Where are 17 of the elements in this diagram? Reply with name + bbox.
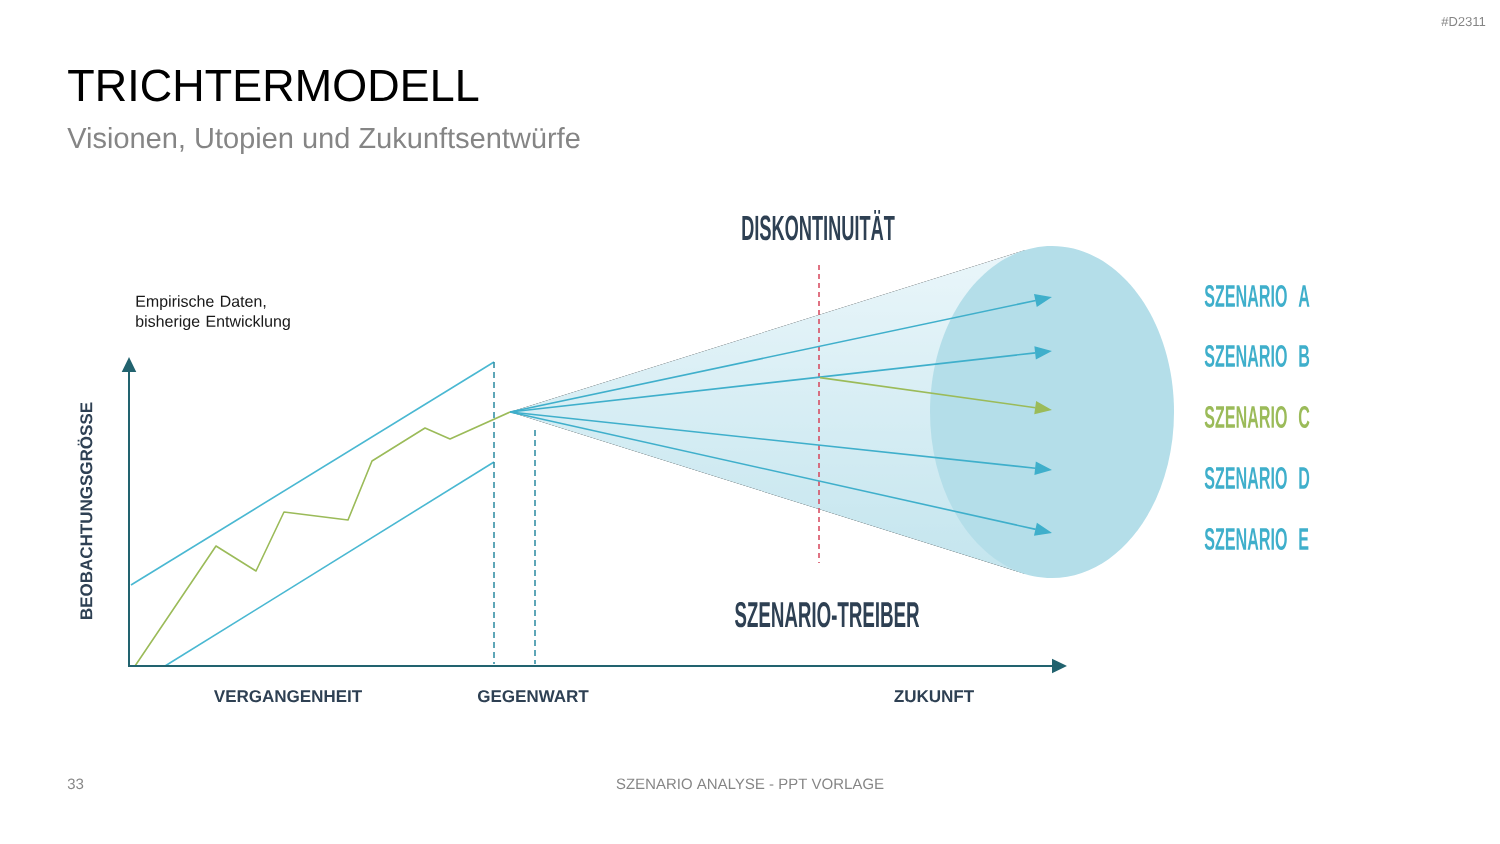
heading-label: SZENARIO-TREIBER — [735, 601, 920, 628]
axis-label: VERGANGENHEIT — [213, 690, 362, 703]
footer-text: SZENARIO ANALYSE - PPT VORLAGE — [616, 778, 884, 790]
page-number: 33 — [67, 778, 84, 790]
axis-label: GEGENWART — [477, 690, 589, 703]
subtitle: Visionen, Utopien und Zukunftsentwürfe — [67, 127, 580, 155]
scenario-label: SZENARIO B — [1204, 345, 1310, 367]
scenario-label: SZENARIO A — [1204, 285, 1310, 307]
slide-title: TRICHTERMODELL — [68, 69, 479, 102]
scenario-label: SZENARIO C — [1204, 406, 1310, 428]
axis-label: BEOBACHTUNGSGRÖSSE — [77, 402, 93, 619]
slide-code: #D2311 — [1441, 16, 1486, 27]
axis-label: ZUKUNFT — [894, 690, 974, 703]
annotation: Empirische Daten, bisherige Entwicklung — [136, 295, 290, 331]
scenario-label: SZENARIO D — [1204, 467, 1310, 489]
scenario-label: SZENARIO E — [1204, 528, 1309, 550]
heading-label: DISKONTINUITÄT — [742, 210, 895, 241]
